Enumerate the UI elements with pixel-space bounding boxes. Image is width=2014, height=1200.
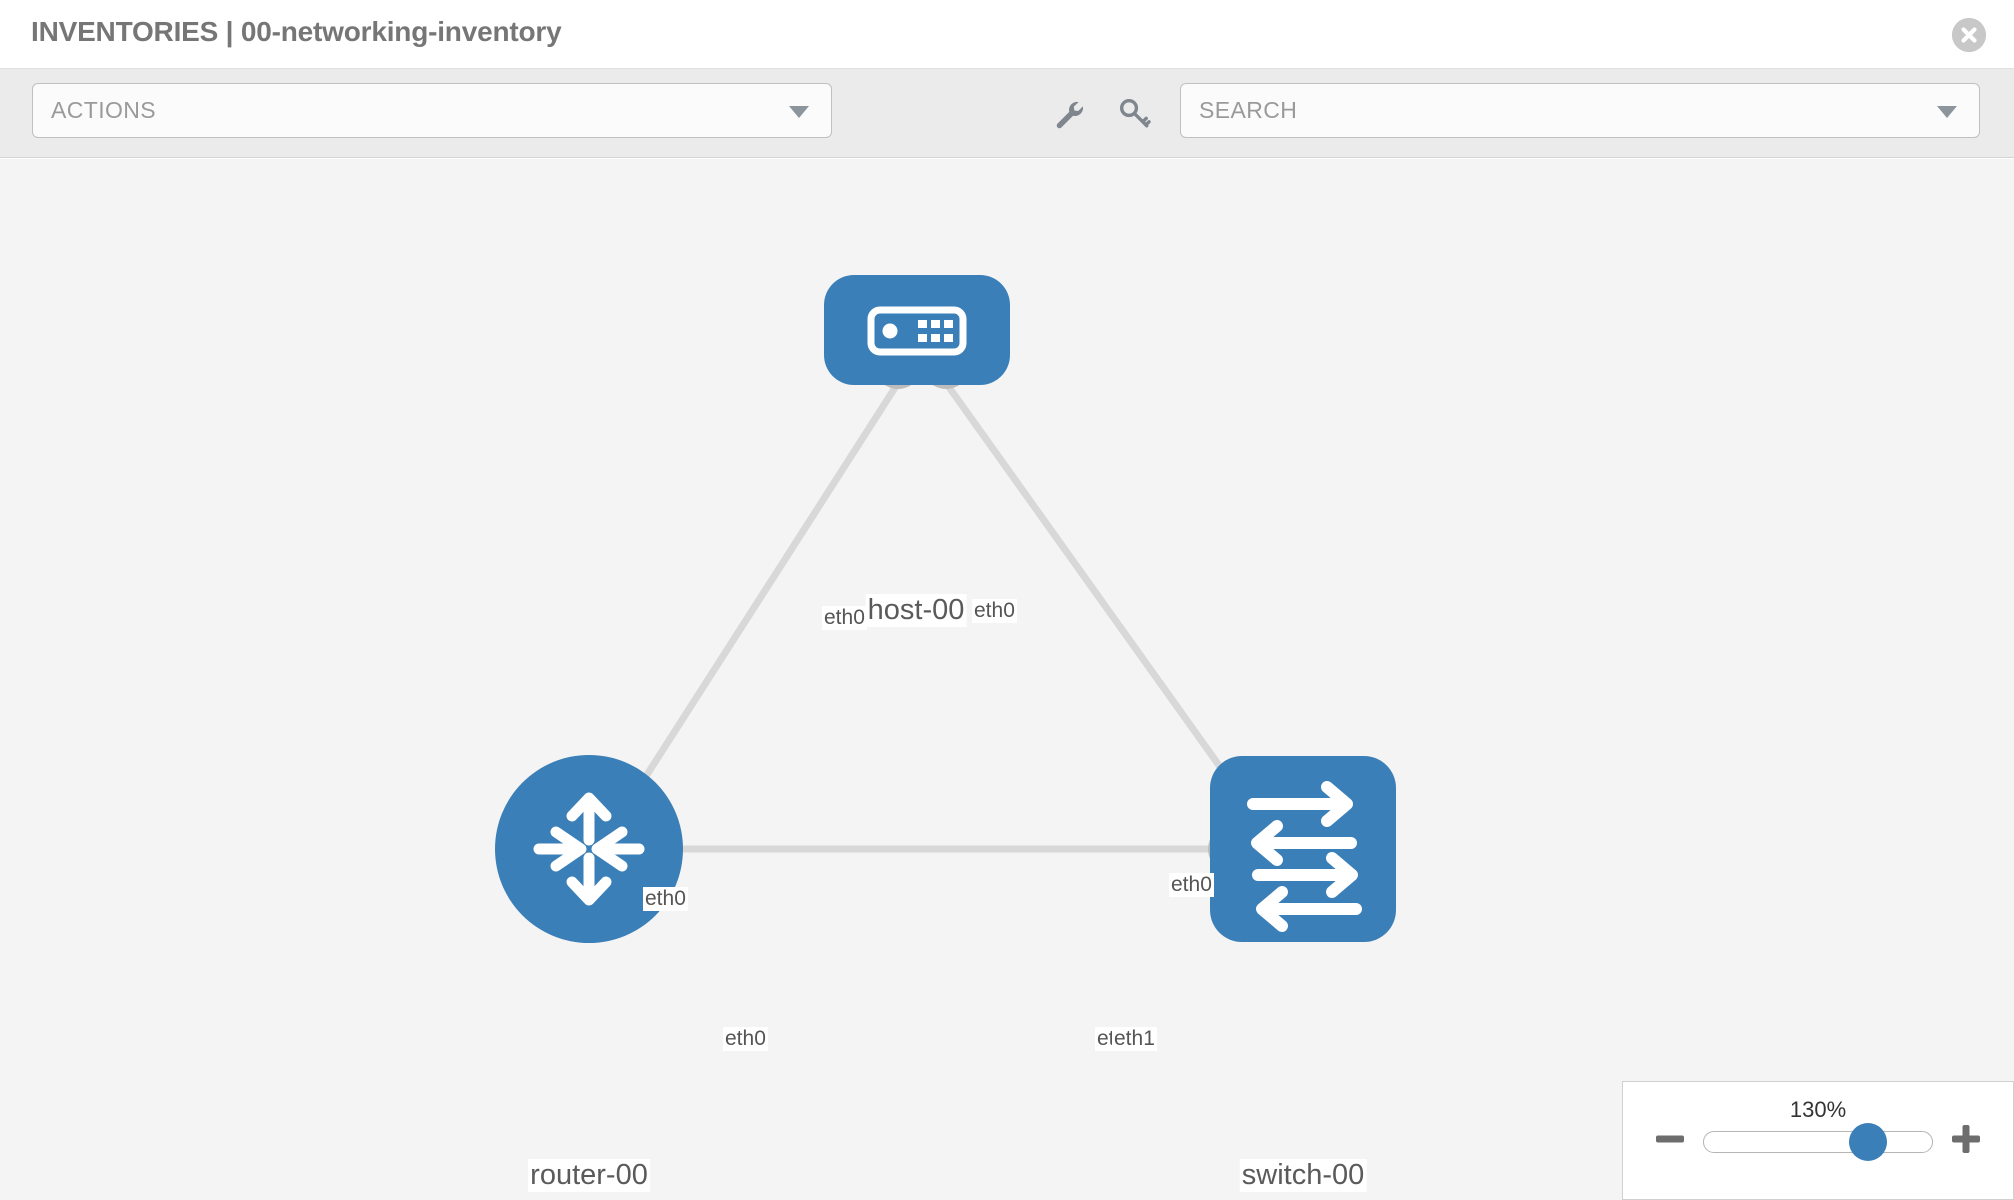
node-label-switch-00: switch-00 <box>1239 1159 1367 1192</box>
key-icon[interactable] <box>1117 96 1151 130</box>
interface-label: eth0 <box>723 1027 768 1051</box>
interface-label: eth0 <box>1169 873 1214 897</box>
link-host00-switch00[interactable] <box>943 380 1246 802</box>
actions-dropdown-label: ACTIONS <box>51 97 157 123</box>
switch-arrows-icon <box>1247 781 1362 932</box>
search-input[interactable]: SEARCH <box>1180 83 1980 138</box>
interface-label: eth0 <box>822 606 867 630</box>
plus-icon[interactable] <box>1949 1122 1983 1156</box>
node-host-00[interactable] <box>824 275 1010 385</box>
actions-dropdown[interactable]: ACTIONS <box>32 83 832 138</box>
close-icon[interactable] <box>1952 18 1986 52</box>
interface-label: eth1 <box>1112 1027 1157 1051</box>
chevron-down-icon[interactable] <box>1937 106 1957 118</box>
node-label-host-00: host-00 <box>865 594 967 627</box>
interface-label: eth0 <box>972 599 1017 623</box>
interface-label: eth0 <box>643 887 688 911</box>
page-header: INVENTORIES | 00-networking-inventory <box>0 0 2014 69</box>
topology-canvas[interactable]: host-00 router-00 switch-00 eth0 eth0 et… <box>0 159 2014 1200</box>
zoom-control: 130% <box>1622 1081 2014 1200</box>
chevron-down-icon <box>789 106 809 118</box>
server-icon <box>867 306 967 356</box>
minus-icon[interactable] <box>1653 1122 1687 1156</box>
node-router-00[interactable] <box>495 755 683 943</box>
node-label-router-00: router-00 <box>528 1159 650 1192</box>
page-title: INVENTORIES | 00-networking-inventory <box>31 16 562 47</box>
zoom-level-label: 130% <box>1789 1097 1847 1122</box>
wrench-icon[interactable] <box>1050 96 1084 130</box>
zoom-slider-thumb[interactable] <box>1849 1123 1887 1161</box>
search-placeholder: SEARCH <box>1199 97 1298 123</box>
link-host00-router00[interactable] <box>622 381 901 811</box>
node-switch-00[interactable] <box>1210 756 1396 942</box>
zoom-slider[interactable] <box>1703 1131 1933 1153</box>
topology-graph <box>495 275 1396 943</box>
router-arrows-icon <box>533 792 645 906</box>
